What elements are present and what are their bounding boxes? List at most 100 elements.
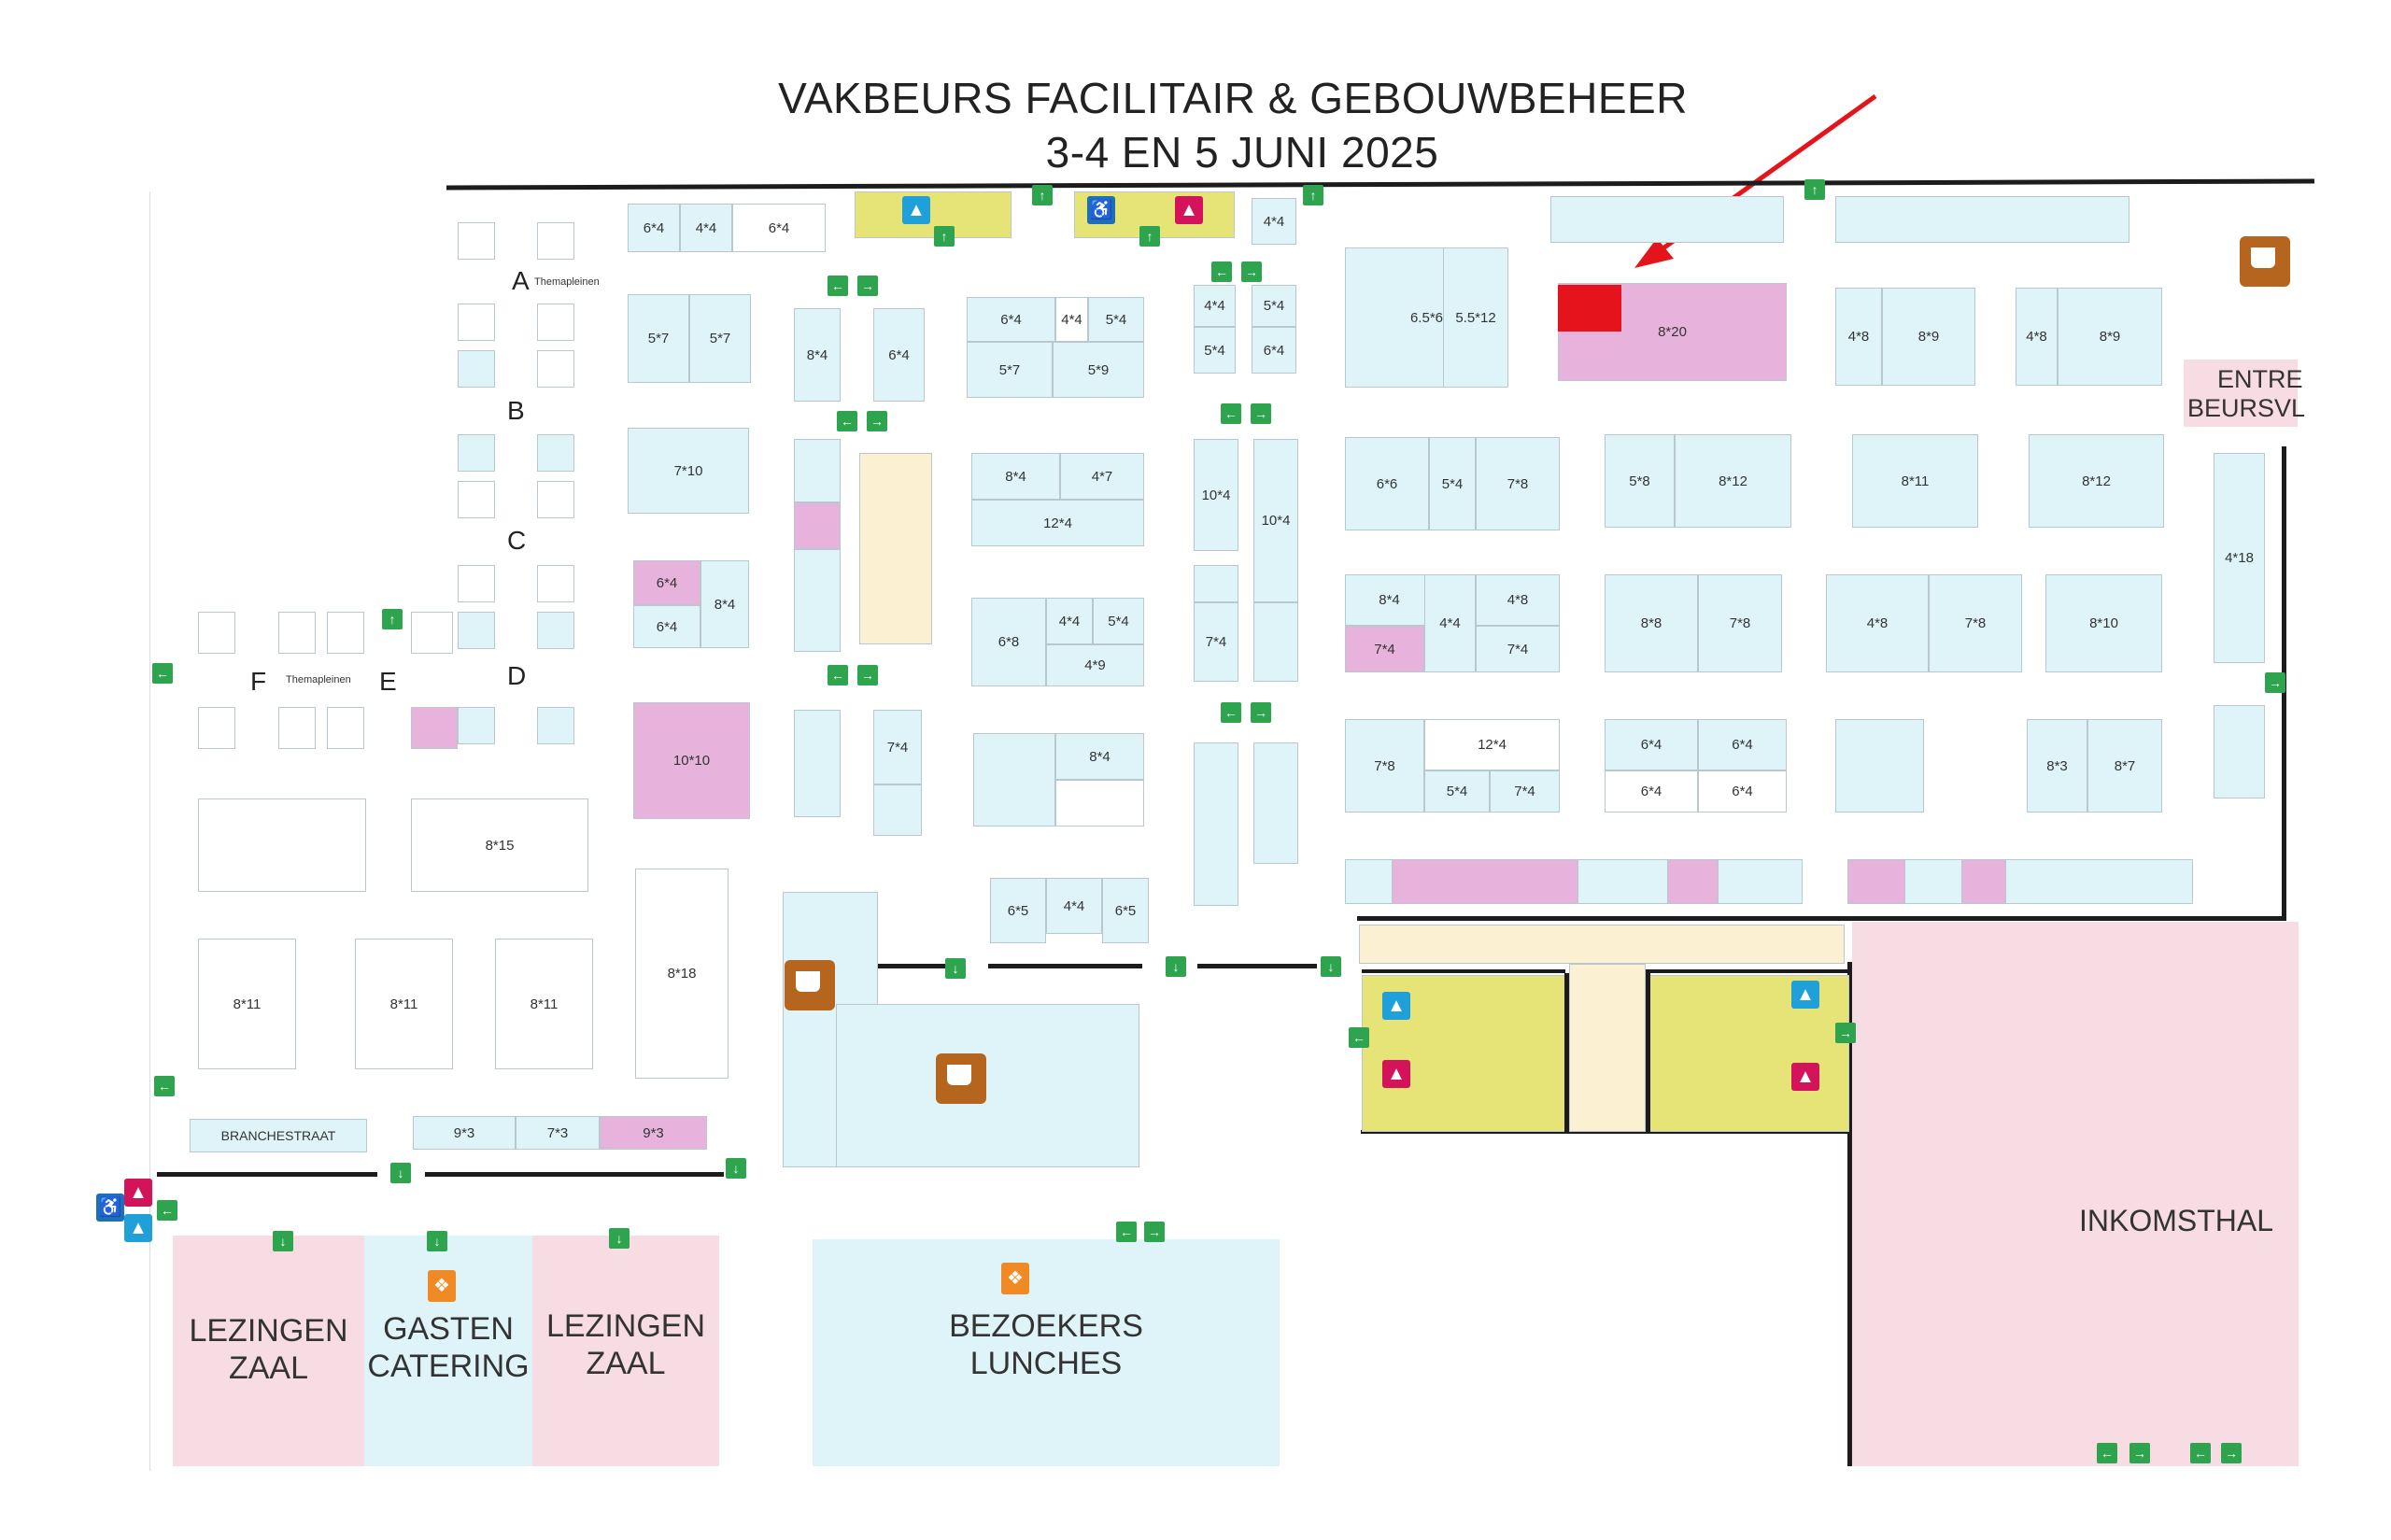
kiosk [458,304,495,341]
kiosk [411,707,458,749]
west-hall [149,191,446,1471]
toilet-top [1646,969,1851,973]
booth: 5*4 [1088,297,1144,342]
inkomsthal-label: INKOMSTHAL [2078,1204,2274,1237]
bezoekers-line-1: BEZOEKERS [949,1308,1143,1344]
kiosk [537,481,574,518]
toilet-top [1362,969,1565,973]
booth [2214,705,2265,798]
accessible-toilet-icon: ♿ [1087,196,1115,224]
booth: 9*3 [600,1116,707,1150]
booth: 5*4 [1252,285,1296,327]
kiosk [458,222,495,260]
kiosk [198,707,235,749]
kiosk [458,481,495,518]
booth [794,549,841,652]
booth: 5*4 [1093,598,1144,644]
exit-sign-icon: ← [837,411,857,431]
toilet-block-top [855,191,1012,238]
female-toilet-icon: ▲ [124,1179,152,1207]
exit-sign-icon: ← [1116,1222,1137,1242]
toilet-divider [1646,973,1650,1134]
kiosk [537,222,574,260]
booth: 8*4 [794,308,841,402]
kiosk [458,707,495,744]
booth: 7*4 [873,710,922,784]
booth [1055,780,1144,827]
kiosk [327,707,364,749]
booth: 5*4 [1424,770,1490,812]
exit-sign-icon: ↓ [726,1158,746,1179]
exit-sign-icon: ↓ [427,1231,447,1251]
booth: 4*9 [1046,644,1144,686]
booth: 6*4 [873,308,925,402]
booth [1961,859,2006,904]
booth: 7*8 [1698,574,1782,672]
booth: 4*4 [1194,285,1236,327]
booth [1253,602,1298,682]
kiosk [327,612,364,654]
booth: 8*20 [1558,283,1787,381]
kiosk [458,565,495,602]
booth: 7*3 [516,1116,600,1150]
gasten-line-2: CATERING [367,1349,530,1384]
booth: 4*4 [1046,878,1102,934]
booth: 8*8 [1605,574,1698,672]
booth: 8*3 [2027,719,2087,812]
booth: 4*4 [1424,574,1476,672]
kiosk [458,612,495,649]
booth: 5*9 [1053,342,1144,398]
kiosk [537,350,574,388]
exit-sign-icon: ← [828,276,848,296]
exit-sign-icon: → [867,411,887,431]
booth: 8*4 [1345,574,1434,626]
booth [1835,196,2129,243]
kiosk [537,707,574,744]
exit-sign-icon: ↑ [1032,185,1053,205]
booth: 6*4 [1605,770,1698,812]
booth: 6*5 [990,878,1046,943]
booth [198,798,366,892]
wall-catering-1 [157,1172,377,1177]
corridor [859,453,932,644]
fork-knife-icon: ❖ [428,1270,456,1302]
booth [1194,742,1238,906]
coffee-icon [785,960,835,1010]
exit-sign-icon: ↑ [1303,185,1323,205]
lezingen-left-line-1: LEZINGEN [189,1313,348,1349]
row-d: D [507,661,527,690]
booth: 8*12 [1675,434,1791,528]
entrance-line-2: BEURSVL [2187,394,2306,422]
foyer-block [836,1004,1139,1167]
booth: 7*4 [1476,626,1560,672]
booth: 4*7 [1060,453,1144,500]
exit-sign-icon: ↑ [1804,179,1825,200]
booth: 8*11 [198,939,296,1069]
booth: 7*4 [1490,770,1560,812]
highlighted-booth[interactable] [1558,285,1621,332]
booth: 4*4 [1252,198,1296,245]
wall-top [446,178,2315,191]
booth: 8*11 [495,939,593,1069]
booth: 8*4 [700,560,749,648]
exit-sign-icon: ← [154,1076,175,1096]
female-toilet-icon: ▲ [1382,1060,1410,1088]
title-line-2: 3-4 EN 5 JUNI 2025 [1045,128,1439,177]
booth: 5.5*12 [1443,247,1508,388]
booth [873,784,922,836]
exit-sign-icon: ↓ [390,1163,411,1183]
corridor-cream [1569,964,1646,1132]
row-a: A [512,266,530,295]
booth: 4*4 [1055,297,1088,342]
exit-sign-icon: ↑ [934,226,955,247]
toilet-divider [1564,973,1569,1134]
exit-sign-icon: → [2265,672,2285,693]
booth: 6*4 [1252,327,1296,374]
exit-sign-icon: → [1251,702,1271,723]
booth: 6*4 [967,297,1055,342]
lezingen-zaal-left [173,1236,364,1466]
row-c: C [507,526,527,555]
kiosk [198,612,235,654]
booth: 5*7 [689,294,751,383]
